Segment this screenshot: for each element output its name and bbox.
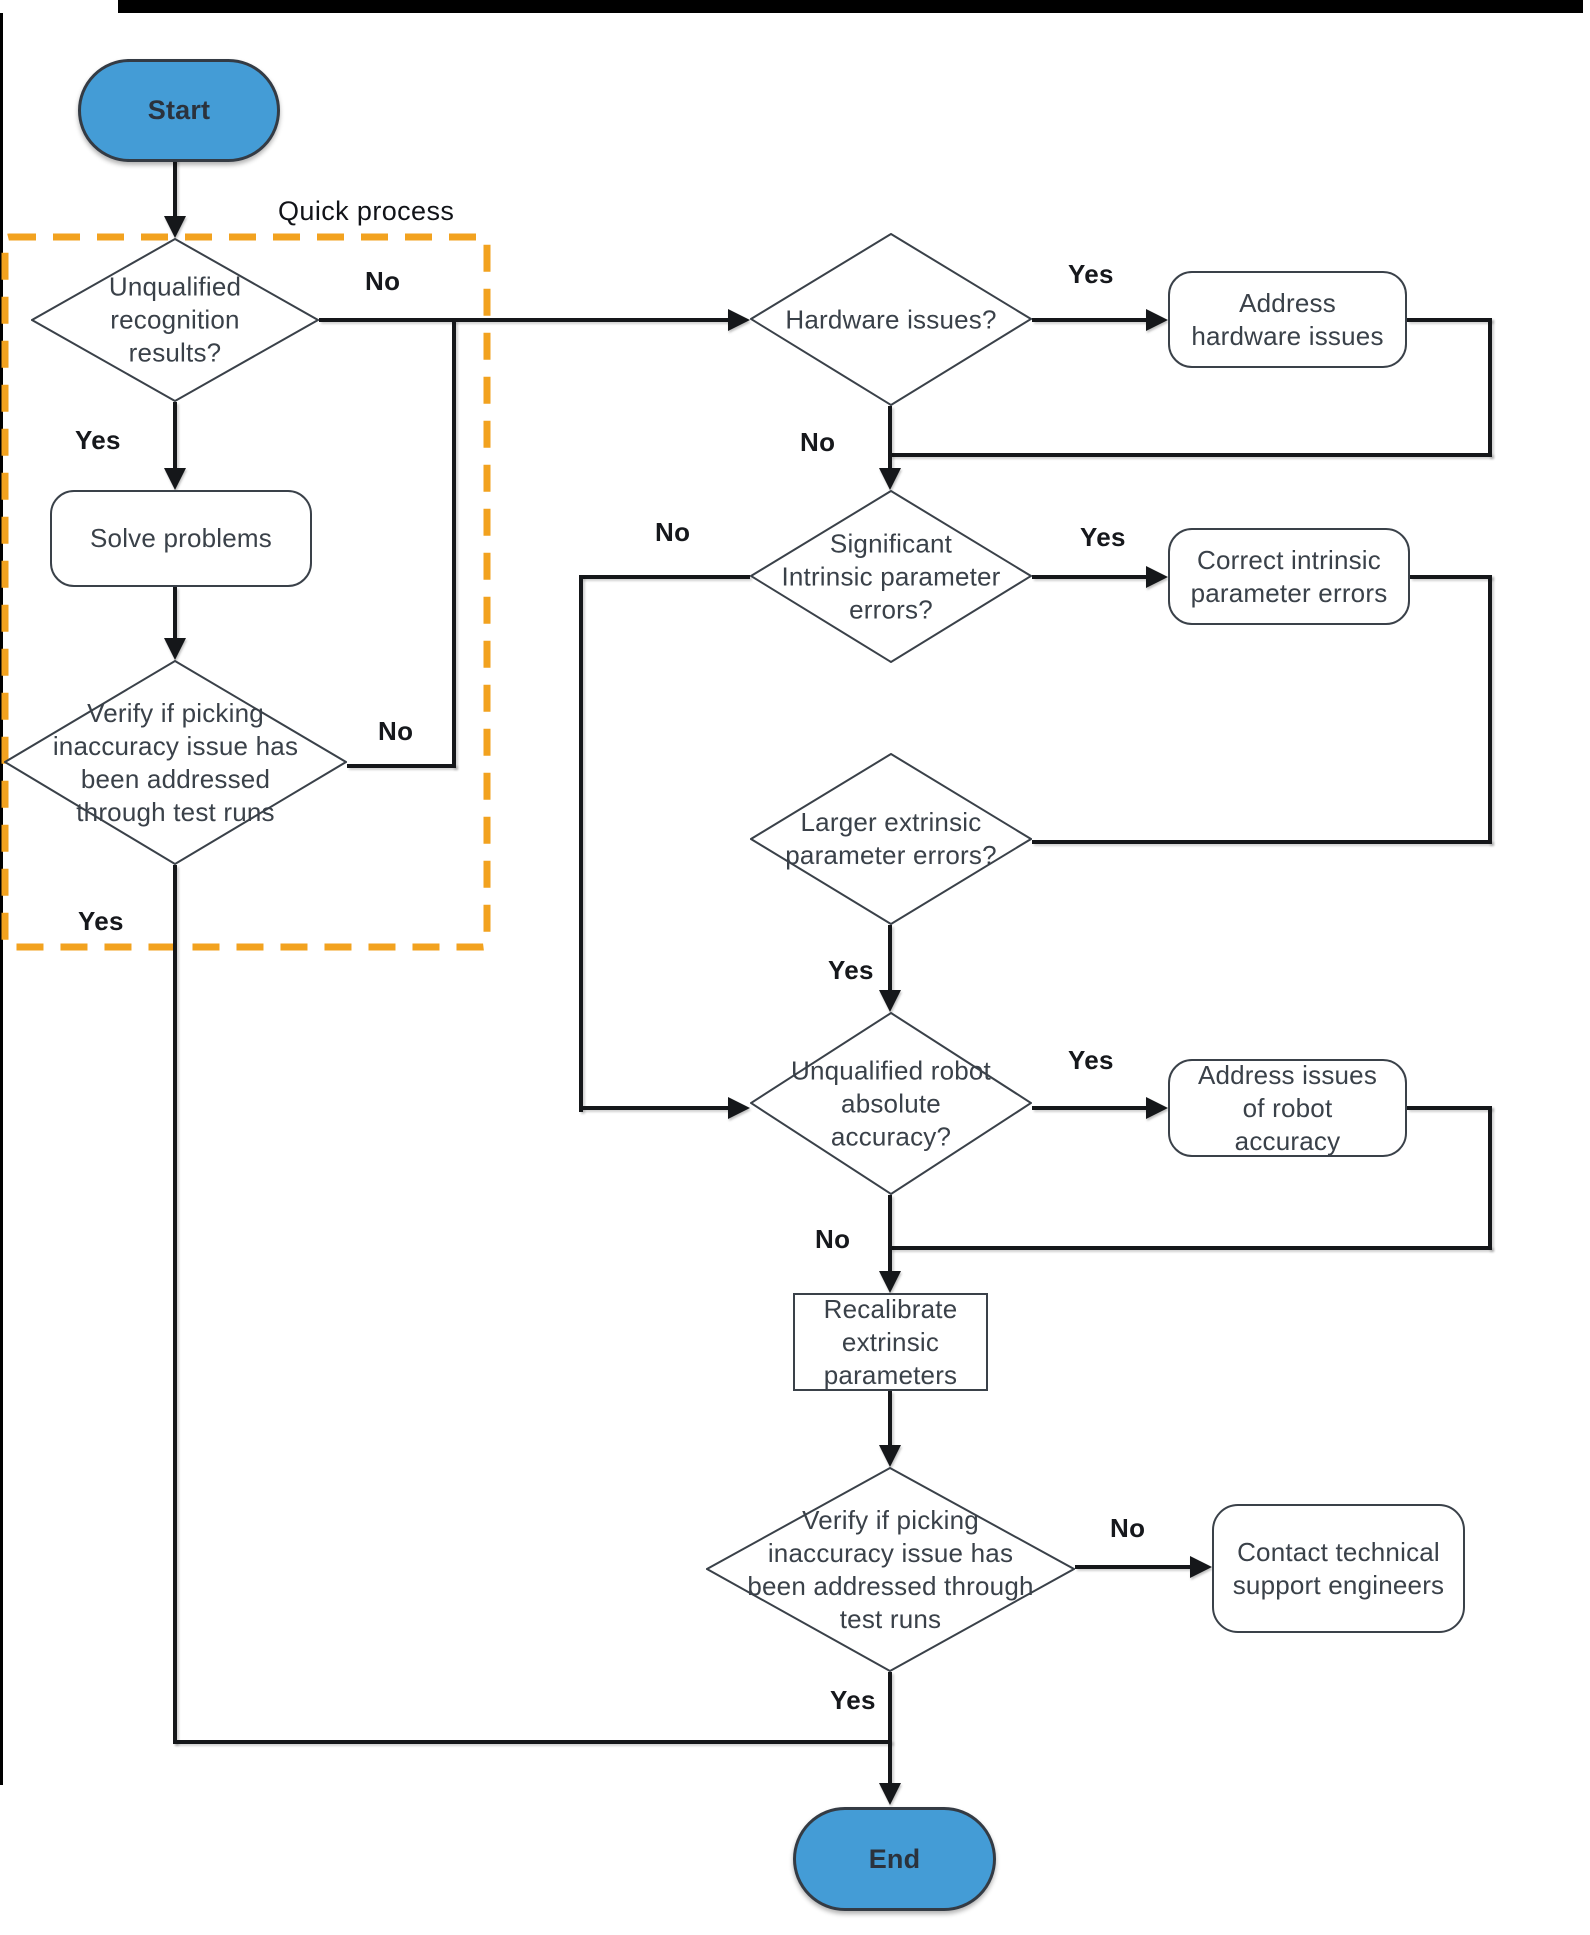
connector-line	[319, 318, 732, 322]
connector-line	[890, 1246, 1492, 1250]
decision-label: Hardware issues?	[785, 304, 997, 334]
process-label: Address hardware issues	[1191, 287, 1384, 351]
decision-hardware-issues: Hardware issues?	[750, 233, 1032, 406]
connector-line	[888, 1672, 892, 1783]
connector-line	[173, 865, 177, 1744]
connector-line	[888, 925, 892, 994]
arrowhead	[879, 990, 901, 1012]
edge-label-yes: Yes	[830, 1685, 876, 1715]
decision-intrinsic-errors: Significant Intrinsic parameter errors?	[750, 490, 1032, 663]
arrowhead	[728, 309, 750, 331]
process-label: Address issues of robot accuracy	[1197, 1059, 1378, 1156]
edge-label-yes: Yes	[1068, 1045, 1114, 1075]
edge-label-yes: Yes	[1080, 522, 1126, 552]
process-label: Correct intrinsic parameter errors	[1190, 544, 1388, 608]
process-contact-support: Contact technical support engineers	[1212, 1504, 1465, 1633]
edge-label-yes: Yes	[75, 425, 121, 455]
connector-line	[1410, 575, 1492, 579]
connector-line	[581, 575, 750, 579]
start-label: Start	[147, 95, 211, 125]
connector-line	[579, 1106, 732, 1110]
connector-line	[1032, 575, 1150, 579]
decision-label: Unqualified recognition results?	[108, 271, 242, 368]
edge-label-yes: Yes	[78, 906, 124, 936]
decision-label: Unqualified robot absolute accuracy?	[791, 1055, 991, 1151]
connector-line	[1488, 318, 1492, 457]
edge-label-no: No	[815, 1224, 851, 1254]
quick-process-group-box	[1, 233, 491, 951]
connector-line	[1488, 575, 1492, 844]
process-solve-problems: Solve problems	[50, 490, 312, 587]
connector-line	[1032, 1106, 1150, 1110]
process-label: Solve problems	[90, 523, 272, 553]
decision-label: Verify if picking inaccuracy issue has b…	[52, 697, 299, 827]
connector-line	[173, 1740, 892, 1744]
decision-unqualified-recognition: Unqualified recognition results?	[31, 238, 319, 402]
arrowhead	[728, 1097, 750, 1119]
process-label: Recalibrate extrinsic parameters	[823, 1293, 958, 1390]
process-label: Contact technical support engineers	[1232, 1536, 1445, 1600]
connector-line	[173, 402, 177, 472]
start-node: Start	[78, 59, 280, 162]
connector-line	[1407, 318, 1492, 322]
process-address-hardware-issues: Address hardware issues	[1168, 271, 1407, 368]
edge-label-no: No	[1110, 1513, 1146, 1543]
arrowhead	[879, 468, 901, 490]
connector-line	[888, 406, 892, 470]
connector-line	[1407, 1106, 1492, 1110]
arrowhead	[164, 468, 186, 490]
decision-robot-accuracy: Unqualified robot absolute accuracy?	[750, 1012, 1032, 1195]
arrowhead	[879, 1445, 901, 1467]
arrowhead	[1190, 1556, 1212, 1578]
edge-label-no: No	[655, 517, 691, 547]
arrowhead	[1146, 309, 1168, 331]
end-label: End	[868, 1843, 921, 1874]
edge-label-no: No	[800, 427, 836, 457]
arrowhead	[164, 216, 186, 238]
edge-label-no: No	[378, 716, 414, 746]
end-node: End	[793, 1807, 996, 1911]
connector-line	[890, 453, 1492, 457]
decision-label: Verify if picking inaccuracy issue has b…	[747, 1504, 1034, 1634]
connector-line	[579, 575, 583, 1112]
arrowhead	[879, 1783, 901, 1805]
edge-label-yes: Yes	[828, 955, 874, 985]
decision-extrinsic-errors: Larger extrinsic parameter errors?	[750, 753, 1032, 925]
arrowhead	[1146, 1097, 1168, 1119]
decision-label: Significant Intrinsic parameter errors?	[781, 528, 1001, 624]
arrowhead	[879, 1271, 901, 1293]
arrowhead	[164, 638, 186, 660]
connector-line	[1075, 1565, 1194, 1569]
decision-label: Larger extrinsic parameter errors?	[785, 807, 997, 870]
quick-process-group-label: Quick process	[278, 196, 455, 226]
connector-line	[347, 764, 456, 768]
edge-label-no: No	[365, 266, 401, 296]
connector-line	[888, 1195, 892, 1275]
process-correct-intrinsic-errors: Correct intrinsic parameter errors	[1168, 528, 1410, 625]
decision-verify-picking-quick: Verify if picking inaccuracy issue has b…	[4, 660, 347, 865]
connector-line	[452, 320, 456, 768]
connector-line	[1032, 840, 1492, 844]
window-frame-left	[0, 13, 3, 1785]
connector-line	[1488, 1106, 1492, 1250]
connector-line	[173, 156, 177, 220]
connector-line	[888, 1391, 892, 1449]
connector-line	[1032, 318, 1150, 322]
process-recalibrate-extrinsic: Recalibrate extrinsic parameters	[793, 1293, 988, 1391]
process-address-robot-accuracy: Address issues of robot accuracy	[1168, 1059, 1407, 1157]
window-frame-top	[118, 0, 1583, 13]
decision-verify-picking-final: Verify if picking inaccuracy issue has b…	[706, 1467, 1075, 1672]
arrowhead	[1146, 566, 1168, 588]
connector-line	[173, 587, 177, 642]
edge-label-yes: Yes	[1068, 259, 1114, 289]
